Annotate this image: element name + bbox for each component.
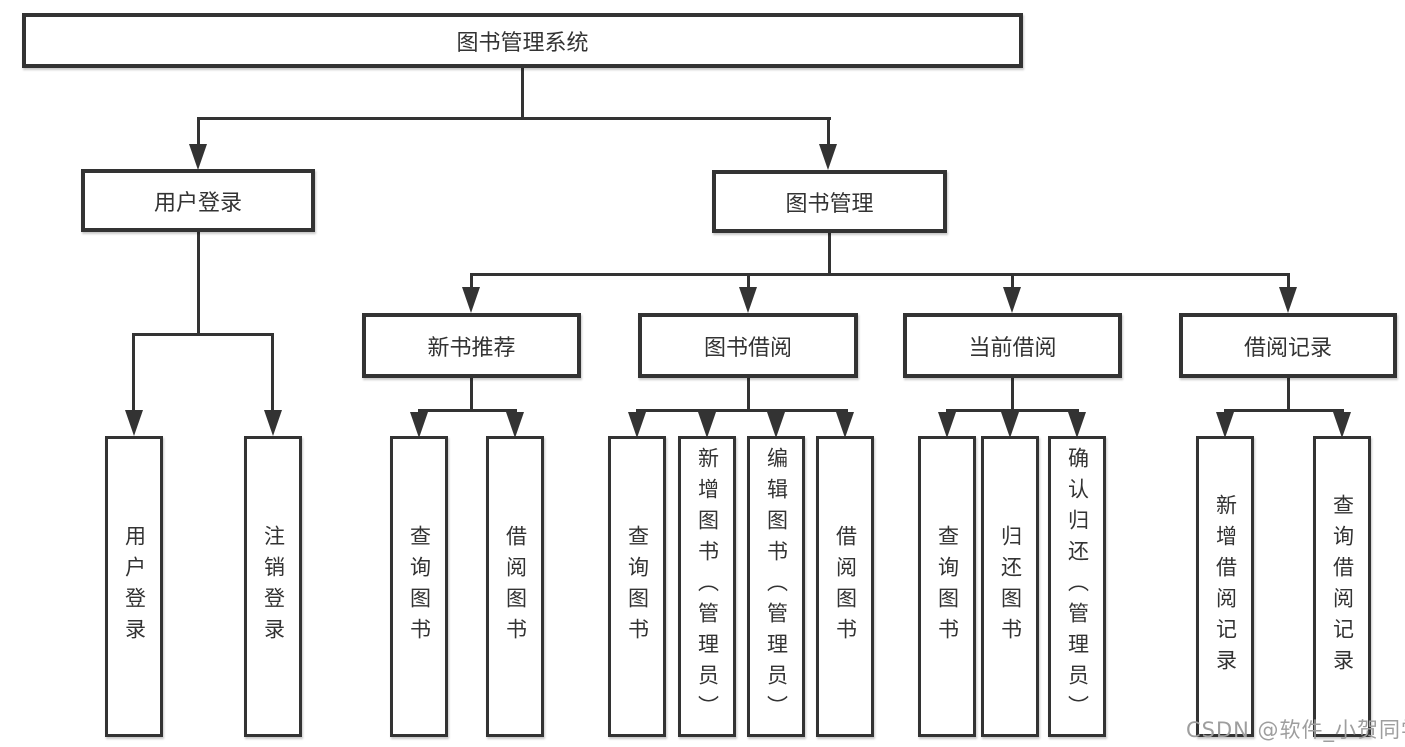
leaf-box-edit-books-admin: 编辑图书（管理员） bbox=[747, 436, 805, 737]
leaf-box-query-borrow-record: 查询借阅记录 bbox=[1313, 436, 1371, 737]
arrow-down-icon bbox=[264, 410, 282, 436]
arrow-down-icon bbox=[1001, 412, 1019, 438]
connector-line bbox=[197, 232, 200, 335]
leaf-box-query-books: 查询图书 bbox=[918, 436, 976, 737]
arrow-down-icon bbox=[1068, 412, 1086, 438]
connector-line bbox=[747, 273, 750, 290]
leaf-label: 用户登录 bbox=[122, 524, 147, 649]
branch-label: 新书推荐 bbox=[427, 335, 516, 361]
branch-label: 当前借阅 bbox=[968, 335, 1057, 361]
connector-line bbox=[1287, 378, 1290, 411]
leaf-label: 查询图书 bbox=[407, 524, 432, 649]
connector-line bbox=[271, 333, 274, 412]
arrow-down-icon bbox=[1333, 412, 1351, 438]
leaf-box-borrow-books: 借阅图书 bbox=[486, 436, 544, 737]
branch-label: 图书借阅 bbox=[703, 335, 792, 361]
root-box-library-system: 图书管理系统 bbox=[22, 13, 1023, 68]
leaf-box-user-login: 用户登录 bbox=[105, 436, 163, 737]
leaf-label: 借阅图书 bbox=[833, 524, 858, 649]
leaf-label: 新增图书（管理员） bbox=[695, 447, 720, 726]
arrow-down-icon bbox=[1003, 287, 1021, 313]
branch-label: 用户登录 bbox=[153, 190, 242, 216]
arrow-down-icon bbox=[767, 412, 785, 438]
arrow-down-icon bbox=[1279, 287, 1297, 313]
connector-line bbox=[521, 68, 524, 118]
branch-box-book-management: 图书管理 bbox=[712, 170, 947, 233]
leaf-label: 查询借阅记录 bbox=[1330, 493, 1355, 680]
connector-line bbox=[828, 233, 831, 275]
arrow-down-icon bbox=[628, 412, 646, 438]
connector-line bbox=[197, 117, 200, 147]
leaf-box-query-books: 查询图书 bbox=[390, 436, 448, 737]
connector-line bbox=[1224, 409, 1344, 412]
leaf-label: 归还图书 bbox=[998, 524, 1023, 649]
branch-box-borrow-record: 借阅记录 bbox=[1179, 313, 1397, 378]
arrow-down-icon bbox=[1216, 412, 1234, 438]
branch-box-new-book-recommend: 新书推荐 bbox=[362, 313, 581, 378]
leaf-label: 注销登录 bbox=[261, 524, 286, 649]
leaf-label: 编辑图书（管理员） bbox=[764, 447, 789, 726]
leaf-label: 查询图书 bbox=[625, 524, 650, 649]
connector-line bbox=[1011, 378, 1014, 411]
leaf-box-return-books: 归还图书 bbox=[981, 436, 1039, 737]
arrow-down-icon bbox=[506, 412, 524, 438]
leaf-box-add-borrow-record: 新增借阅记录 bbox=[1196, 436, 1254, 737]
connector-line bbox=[197, 117, 831, 120]
connector-line bbox=[132, 333, 135, 412]
connector-line bbox=[132, 333, 274, 336]
arrow-down-icon bbox=[462, 287, 480, 313]
connector-line bbox=[470, 273, 1289, 276]
leaf-label: 新增借阅记录 bbox=[1213, 493, 1238, 680]
connector-line bbox=[470, 273, 473, 290]
connector-line bbox=[1011, 273, 1014, 290]
leaf-label: 查询图书 bbox=[935, 524, 960, 649]
arrow-down-icon bbox=[125, 410, 143, 436]
arrow-down-icon bbox=[836, 412, 854, 438]
leaf-box-query-books: 查询图书 bbox=[608, 436, 666, 737]
arrow-down-icon bbox=[698, 412, 716, 438]
arrow-down-icon bbox=[410, 412, 428, 438]
arrow-down-icon bbox=[189, 144, 207, 170]
root-label: 图书管理系统 bbox=[456, 30, 589, 56]
arrow-down-icon bbox=[938, 412, 956, 438]
arrow-down-icon bbox=[739, 287, 757, 313]
arrow-down-icon bbox=[819, 144, 837, 170]
leaf-box-logout: 注销登录 bbox=[244, 436, 302, 737]
leaf-label: 借阅图书 bbox=[503, 524, 528, 649]
leaf-label: 确认归还（管理员） bbox=[1065, 447, 1090, 726]
leaf-box-confirm-return-admin: 确认归还（管理员） bbox=[1048, 436, 1106, 737]
csdn-watermark: CSDN @软件_小贺同学 bbox=[1186, 718, 1405, 742]
leaf-box-add-books-admin: 新增图书（管理员） bbox=[678, 436, 736, 737]
connector-line bbox=[747, 378, 750, 411]
connector-line bbox=[946, 409, 1079, 412]
branch-box-book-borrow: 图书借阅 bbox=[638, 313, 858, 378]
connector-line bbox=[827, 117, 830, 147]
branch-label: 图书管理 bbox=[785, 191, 874, 217]
branch-label: 借阅记录 bbox=[1243, 335, 1332, 361]
branch-box-user-login: 用户登录 bbox=[81, 169, 315, 232]
branch-box-current-borrow: 当前借阅 bbox=[903, 313, 1122, 378]
connector-line bbox=[636, 409, 848, 412]
connector-line bbox=[1287, 273, 1290, 290]
leaf-box-borrow-books: 借阅图书 bbox=[816, 436, 874, 737]
connector-line bbox=[470, 378, 473, 411]
connector-line bbox=[418, 409, 517, 412]
